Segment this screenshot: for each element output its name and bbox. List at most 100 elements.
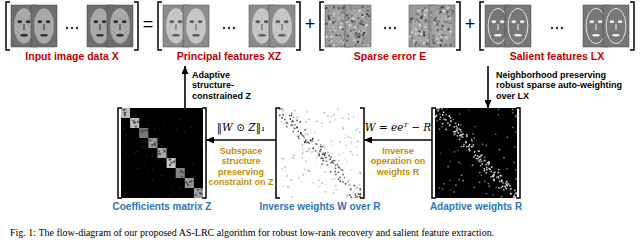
noise-speck — [410, 21, 412, 23]
offdiag-speck — [174, 161, 175, 162]
weight-dot — [323, 144, 325, 146]
weight-dot — [342, 181, 344, 183]
weight-dot — [482, 144, 484, 146]
weight-dot — [484, 181, 486, 183]
weight-dot — [484, 157, 486, 159]
weight-dot — [505, 183, 507, 185]
face-nose — [442, 24, 443, 30]
ellipsis-dot — [551, 27, 553, 29]
weight-dot — [512, 127, 514, 129]
weight-dot — [325, 157, 327, 159]
noise-speck — [415, 28, 417, 30]
weight-dot — [360, 193, 362, 195]
weight-dot — [474, 187, 476, 189]
noise-speck — [353, 29, 355, 31]
face-eye — [590, 20, 595, 23]
weight-dot — [462, 133, 464, 135]
weight-dot — [302, 152, 304, 154]
weight-dot — [334, 160, 336, 162]
noise-speck — [449, 22, 451, 24]
offdiag-speck — [145, 162, 146, 163]
weight-dot — [353, 116, 355, 118]
offdiag-speck — [125, 188, 126, 189]
noise-speck — [411, 37, 413, 39]
weight-dot — [509, 189, 511, 191]
noise-speck — [439, 8, 441, 10]
weight-dot — [435, 116, 437, 118]
weight-dot — [454, 133, 456, 135]
weight-dot — [296, 116, 298, 118]
weight-dot — [301, 157, 303, 159]
weight-dot — [298, 131, 300, 133]
face-nose — [518, 24, 519, 30]
weight-dot — [322, 152, 324, 154]
weight-dot — [492, 194, 494, 196]
offdiag-speck — [123, 193, 124, 194]
weight-dot — [324, 155, 326, 157]
weight-dot — [281, 116, 283, 118]
weight-dot — [281, 168, 283, 170]
weight-dot — [342, 169, 344, 171]
block-speck — [141, 132, 143, 134]
face-eye — [610, 20, 615, 23]
weight-dot — [342, 117, 344, 119]
weight-dot — [447, 122, 449, 124]
weight-dot — [346, 144, 348, 146]
weight-dot — [474, 126, 476, 128]
weight-dot — [478, 150, 480, 152]
weight-dot — [450, 189, 452, 191]
block-speck — [151, 144, 153, 146]
offdiag-speck — [165, 187, 166, 188]
weight-dot — [450, 117, 452, 119]
offdiag-speck — [158, 143, 159, 144]
noise-speck — [437, 37, 439, 39]
offdiag-speck — [161, 175, 162, 176]
flow-arrow — [364, 139, 432, 141]
weight-dot — [480, 155, 482, 157]
weight-dot — [471, 139, 473, 141]
weight-dot — [339, 177, 341, 179]
weight-dot — [461, 134, 463, 136]
flow-arrow — [206, 139, 276, 141]
weight-dot — [442, 188, 444, 190]
matrix-label: Adaptive weights R — [430, 201, 522, 213]
weight-dot — [331, 170, 333, 172]
weight-dot — [311, 140, 313, 142]
weight-dot — [496, 187, 498, 189]
weight-dot — [473, 144, 475, 146]
noise-speck — [445, 36, 447, 38]
offdiag-speck — [125, 194, 126, 195]
weight-dot — [465, 141, 467, 143]
face-eye — [500, 20, 505, 23]
weight-dot — [282, 158, 284, 160]
weight-dot — [333, 192, 335, 194]
face-outline — [606, 8, 626, 43]
matrix-bracket — [118, 108, 206, 198]
weight-dot — [442, 123, 444, 125]
noise-speck — [362, 34, 364, 36]
weight-dot — [491, 166, 493, 168]
block-speck — [169, 164, 171, 166]
weight-dot — [304, 142, 306, 144]
noise-speck — [333, 30, 335, 32]
noise-speck — [445, 44, 447, 46]
noise-speck — [333, 44, 335, 46]
face-nose — [422, 24, 423, 30]
noise-speck — [422, 12, 424, 14]
weight-dot — [321, 123, 323, 125]
noise-speck — [363, 32, 365, 34]
weight-dot — [436, 120, 438, 122]
weight-dot — [314, 132, 316, 134]
noise-speck — [425, 19, 427, 21]
weight-dot — [489, 169, 491, 171]
weight-dot — [515, 178, 517, 180]
weight-dot — [498, 109, 500, 111]
weight-dot — [471, 165, 473, 167]
weight-dot — [490, 176, 492, 178]
weight-dot — [281, 108, 283, 110]
weight-dot — [516, 192, 518, 194]
noise-speck — [325, 7, 327, 9]
weight-dot — [332, 160, 334, 162]
diagonal-block — [194, 188, 203, 198]
noise-speck — [416, 42, 418, 44]
